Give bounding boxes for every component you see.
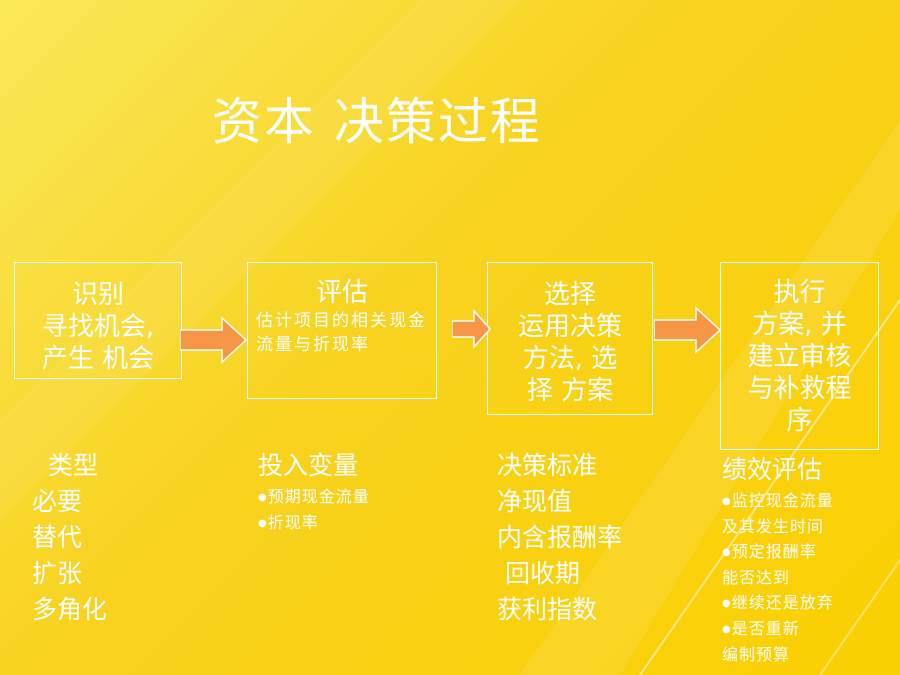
bullet-icon: ● (722, 547, 732, 558)
arrow-right-icon (452, 309, 492, 349)
list-item: 回收期 (497, 559, 580, 588)
step-identify-body: 寻找机会, 产生 机会 (41, 312, 155, 374)
step-identify-title: 识别 (71, 280, 124, 310)
column-inputs: 投入变量 ●预期现金流量 ●折现率 (258, 448, 370, 536)
step-execute-box: 执行 方案, 并 建立审核 与补救程 序 (720, 262, 879, 450)
bullet-icon: ● (722, 598, 732, 609)
list-item: 净现值 (497, 487, 573, 516)
list-item-text: 预定报酬率 能否达到 (722, 542, 817, 587)
bullet-icon: ● (258, 492, 268, 503)
step-evaluate-box: 评估 估计项目的相关现金流量与折现率 (247, 262, 437, 399)
column-types: 类型 必要 替代 扩张 多角化 (32, 448, 107, 628)
list-item: ●折现率 (258, 510, 370, 536)
list-item-text: 折现率 (267, 513, 319, 532)
step-identify-box: 识别 寻找机会, 产生 机会 (14, 262, 182, 379)
list-item: ●是否重新 编制预算 (722, 616, 834, 667)
list-item-text: 监控现金流量 及其发生时间 (722, 491, 834, 536)
list-item: ●预期现金流量 (258, 484, 370, 510)
bullet-icon: ● (722, 624, 732, 635)
list-item: 替代 (32, 523, 83, 552)
arrow-right-icon (654, 306, 722, 354)
step-execute-title: 执行 (773, 278, 826, 308)
step-evaluate-title: 评估 (315, 278, 368, 308)
list-item: ●监控现金流量 及其发生时间 (722, 488, 834, 539)
step-select-box: 选择 运用决策 方法, 选 择 方案 (487, 262, 653, 415)
list-item: ●预定报酬率 能否达到 (722, 539, 834, 590)
bullet-icon: ● (258, 518, 268, 529)
list-item-text: 预期现金流量 (267, 487, 370, 506)
column-performance: 绩效评估 ●监控现金流量 及其发生时间 ●预定报酬率 能否达到 ●继续还是放弃 … (722, 452, 834, 667)
list-item-text: 继续还是放弃 (731, 593, 834, 612)
list-item: 多角化 (32, 595, 108, 624)
list-item: ●继续还是放弃 (722, 590, 834, 616)
step-select-body: 运用决策 方法, 选 择 方案 (517, 312, 622, 406)
list-item-text: 是否重新 编制预算 (722, 619, 800, 664)
page-title: 资本 决策过程 (212, 93, 542, 151)
list-item: 扩张 (32, 559, 83, 588)
list-item: 内含报酬率 (497, 523, 623, 552)
column-criteria: 决策标准 净现值 内含报酬率 回收期 获利指数 (497, 448, 622, 628)
step-execute-body: 方案, 并 建立审核 与补救程 序 (747, 310, 852, 436)
list-item: 获利指数 (497, 595, 598, 624)
bullet-icon: ● (722, 496, 732, 507)
step-select-title: 选择 (543, 280, 596, 310)
step-evaluate-body: 估计项目的相关现金流量与折现率 (256, 311, 427, 355)
column-types-head: 类型 (48, 451, 99, 480)
column-criteria-head: 决策标准 (497, 451, 598, 480)
column-performance-head: 绩效评估 (722, 455, 823, 484)
list-item: 必要 (32, 487, 83, 516)
column-inputs-head: 投入变量 (258, 451, 359, 480)
arrow-right-icon (180, 316, 248, 364)
